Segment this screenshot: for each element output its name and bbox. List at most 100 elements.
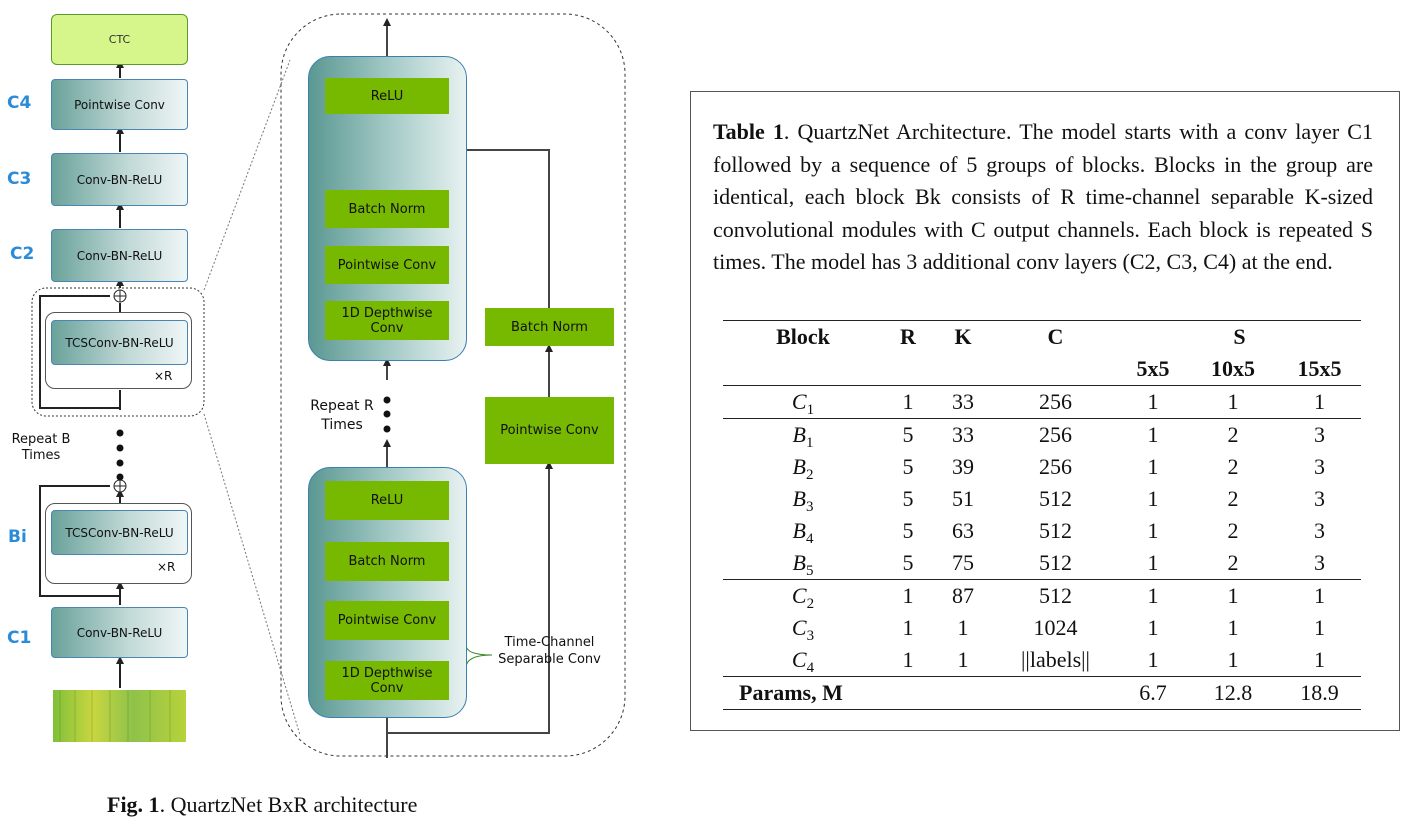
cell-s: 1 [1118,579,1188,612]
header-s: S [1118,320,1361,353]
bottom-depthwise-conv: 1D Depthwise Conv [325,661,449,700]
cell-s: 1 [1147,550,1159,575]
cell-c: 256 [1039,454,1072,479]
residual-pointwise-conv: Pointwise Conv [485,397,614,464]
tcs-block-bottom: TCSConv-BN-ReLU [51,510,188,555]
header-k: K [933,320,993,353]
cell-block: B2 [723,451,883,483]
cell-c: ||labels|| [1021,647,1090,672]
params-row: Params, M 6.7 12.8 18.9 [723,676,1361,710]
cell-s: 3 [1314,454,1325,479]
header-c: C [993,320,1118,353]
cell-s: 1 [1118,385,1188,419]
top-pointwise-conv: Pointwise Conv [325,246,449,284]
spectrogram-image [53,690,186,742]
ctc-block: CTC [51,14,188,65]
cell-block: C3 [723,612,883,644]
cell-r: 5 [902,550,914,575]
c4-label: C4 [7,93,32,113]
c4-block: Pointwise Conv [51,79,188,130]
params-15x5: 18.9 [1278,676,1361,710]
cell-s: 3 [1314,486,1325,511]
c1-label: C1 [7,628,32,648]
cell-r: 1 [902,647,914,672]
cell-s: 2 [1188,418,1278,451]
cell-s: 3 [1314,550,1325,575]
cell-s: 2 [1227,550,1239,575]
cell-block-letter: C [791,389,807,414]
cell-s: 1 [1314,615,1325,640]
cell-block-subscript: 1 [806,402,815,418]
repeat-r-dots [383,396,391,433]
params-label: Params, M [723,676,883,710]
repeat-r-label-top: ×R [154,369,173,383]
table-header-row: Block R K C S [723,320,1361,353]
cell-c: 512 [1039,550,1072,575]
top-relu: ReLU [325,78,449,114]
cell-s: 1 [1278,385,1361,419]
cell-c: 256 [993,385,1118,419]
cell-block-subscript: 4 [806,660,815,676]
bottom-relu: ReLU [325,481,449,520]
params-5x5: 6.7 [1118,676,1188,710]
left-column-arrows [39,60,124,688]
bottom-pointwise-conv: Pointwise Conv [325,601,449,640]
zoom-detail-outline [280,13,626,757]
header-s-15x5: 15x5 [1297,356,1342,381]
cell-s: 1 [1147,518,1159,543]
repeat-r-text: Repeat R Times [310,398,374,433]
tcs-block-top: TCSConv-BN-ReLU [51,320,188,365]
cell-block-letter: C [791,583,807,608]
bottom-batch-norm: Batch Norm [325,542,449,581]
cell-block: B3 [723,483,883,515]
cell-block-subscript: 3 [805,499,814,515]
c3-label: C3 [7,169,32,189]
header-r: R [883,320,933,353]
c2-label: C2 [10,244,35,264]
cell-s: 2 [1227,486,1239,511]
cell-block-subscript: 5 [805,563,814,579]
cell-c: 256 [993,418,1118,451]
cell-block-subscript: 4 [805,531,814,547]
cell-block: B5 [723,547,883,580]
cell-k: 75 [952,550,974,575]
cell-s: 1 [1147,486,1159,511]
cell-r: 1 [883,385,933,419]
cell-block: B4 [723,515,883,547]
cell-k: 33 [933,418,993,451]
cell-r: 5 [902,486,914,511]
cell-k: 39 [952,454,974,479]
repeat-b-text: Repeat B Times [11,432,71,463]
figure-caption: Fig. 1. QuartzNet BxR architecture [107,792,417,818]
cell-block-letter: B [792,422,806,447]
cell-c: 1024 [1033,615,1078,640]
cell-block-letter: B [792,550,806,575]
cell-s: 1 [1227,615,1239,640]
cell-c: 512 [1039,486,1072,511]
header-s-5x5: 5x5 [1136,356,1170,381]
figure-caption-text: . QuartzNet BxR architecture [159,792,418,817]
top-depthwise-conv: 1D Depthwise Conv [325,301,449,340]
cell-r: 1 [902,615,914,640]
cell-r: 5 [902,518,914,543]
cell-s: 1 [1147,647,1159,672]
zoom-group-outline [31,287,205,417]
cell-s: 1 [1147,615,1159,640]
cell-block-subscript: 2 [806,596,815,612]
cell-block-letter: B [792,518,806,543]
tcs-label: Time-Channel Separable Conv [498,635,601,667]
cell-block-subscript: 2 [805,467,814,483]
cell-block-letter: C [791,615,807,640]
table-subheader-row: 5x5 10x5 15x5 [723,353,1361,386]
bi-label: Bi [8,527,27,547]
cell-r: 1 [883,579,933,612]
residual-batch-norm: Batch Norm [485,308,614,346]
repeat-r-label-bottom: ×R [157,560,176,574]
cell-block: B1 [723,418,883,451]
